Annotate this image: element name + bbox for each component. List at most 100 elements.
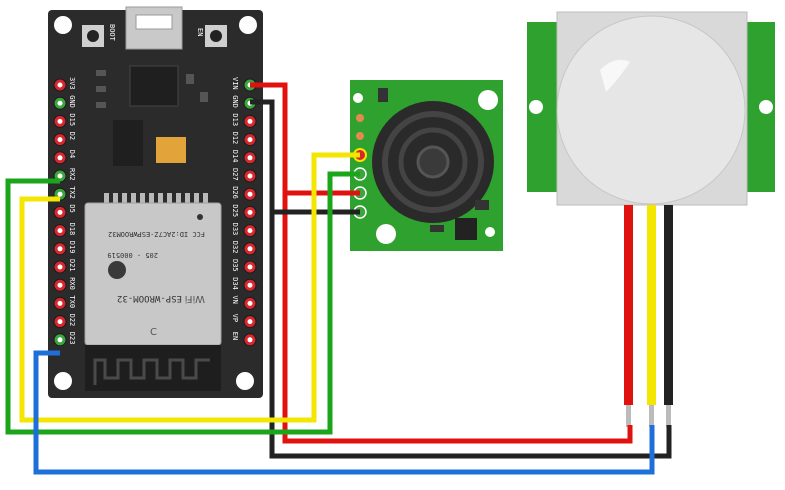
module-pad [104, 193, 109, 203]
wire-yellow-signal [19, 152, 360, 423]
en-label: EN [196, 28, 204, 36]
right-pin-label-vn: VN [231, 295, 239, 303]
esp32-board: BOOT EN FCC ID:2AC7Z-ESPWROOM32 205 - 00… [48, 6, 263, 398]
right-pin-hole-d34 [247, 282, 253, 288]
right-pin-hole-d25 [247, 209, 253, 215]
wire-blue-signal [33, 350, 655, 475]
esp32-mount-hole-tr [239, 16, 257, 34]
pir-lead-vcc [624, 205, 633, 405]
esp32-left-pin-header: 3V3GNDD15D2D4RX2TX2D5D18D19D21RX0TX0D22D… [53, 77, 76, 347]
module-pad [140, 193, 145, 203]
left-pin-hole-d15 [57, 118, 63, 124]
en-button-cap [210, 30, 222, 42]
right-pin-hole-d13 [247, 118, 253, 124]
wire-black-gnd [250, 99, 672, 459]
left-pin-label-d5: D5 [68, 204, 76, 212]
ultrasonic-sensor [350, 80, 503, 251]
smd-a [96, 70, 106, 76]
left-pin-label-d19: D19 [68, 241, 76, 254]
ultrasonic-smd-3 [378, 88, 388, 102]
smd-e [200, 92, 208, 102]
right-pin-label-d35: D35 [231, 259, 239, 272]
ultrasonic-pad-1 [356, 114, 364, 122]
left-pin-hole-d5 [57, 209, 63, 215]
ce-mark-icon: C [150, 327, 157, 338]
left-pin-label-rx0: RX0 [68, 277, 76, 290]
usb-uart-chip [129, 65, 179, 107]
module-model-text: ESP-WROOM-32 [117, 293, 182, 303]
left-pin-label-gnd: GND [68, 95, 76, 108]
left-pin-hole-d4 [57, 155, 63, 161]
ultrasonic-chip [455, 218, 477, 240]
right-pin-hole-en [247, 337, 253, 343]
left-pin-label-d18: D18 [68, 223, 76, 236]
ultrasonic-smd-1 [430, 225, 444, 232]
right-pin-label-gnd: GND [231, 95, 239, 108]
left-pin-hole-d2 [57, 137, 63, 143]
left-pin-label-rx2: RX2 [68, 168, 76, 181]
left-pin-label-d23: D23 [68, 332, 76, 345]
left-pin-label-d2: D2 [68, 132, 76, 140]
voltage-regulator [113, 120, 143, 166]
module-pad [185, 193, 190, 203]
ultrasonic-smd-2 [475, 200, 489, 210]
module-castellated-pins [104, 193, 208, 203]
module-pad [167, 193, 172, 203]
ultrasonic-transducer-ring1 [382, 111, 484, 213]
pir-pin-tip-out [649, 405, 654, 427]
left-pin-hole-rx0 [57, 282, 63, 288]
pir-mount-hole-right [759, 100, 773, 114]
left-pin-label-3v3: 3V3 [68, 77, 76, 90]
ultrasonic-mount-hole-bl [376, 224, 396, 244]
right-pin-hole-vn [247, 300, 253, 306]
right-pin-hole-vp [247, 319, 253, 325]
right-pin-label-en: EN [231, 332, 239, 340]
module-pad [113, 193, 118, 203]
right-pin-hole-d12 [247, 137, 253, 143]
module-dot-1 [197, 214, 203, 220]
module-wifi-logo: WiFi [185, 293, 205, 304]
right-pin-hole-d32 [247, 246, 253, 252]
ultrasonic-transducer-ring3 [416, 145, 450, 179]
right-pin-label-d34: D34 [231, 277, 239, 290]
esp32-right-pin-header: VINGNDD13D12D14D27D26D25D33D32D35D34VNVP… [231, 77, 257, 347]
module-pad [122, 193, 127, 203]
smd-d [186, 74, 194, 84]
boot-button-cap [87, 30, 99, 42]
pir-pin-tip-gnd [666, 405, 671, 427]
ultrasonic-mount-hole-tr [478, 90, 498, 110]
module-pad [131, 193, 136, 203]
pir-lead-out [647, 205, 656, 405]
espressif-logo-icon [108, 261, 126, 279]
right-pin-label-vp: VP [231, 314, 239, 322]
right-pin-label-d14: D14 [231, 150, 239, 163]
tantalum-capacitor [156, 137, 186, 163]
pir-sensor [527, 11, 775, 427]
esp-wroom-module [84, 202, 222, 346]
right-pin-label-d33: D33 [231, 223, 239, 236]
right-pin-label-d13: D13 [231, 113, 239, 126]
left-pin-hole-tx0 [57, 300, 63, 306]
module-pad [158, 193, 163, 203]
left-pin-hole-d18 [57, 228, 63, 234]
wire-green-signal [5, 171, 360, 435]
right-pin-hole-d14 [247, 155, 253, 161]
esp32-mount-hole-bl [54, 372, 72, 390]
right-pin-label-d32: D32 [231, 241, 239, 254]
left-pin-hole-rx2 [57, 173, 63, 179]
antenna-trace [93, 358, 210, 385]
right-pin-label-vin: VIN [231, 77, 239, 90]
left-pin-hole-gnd [57, 100, 63, 106]
left-pin-hole-d19 [57, 246, 63, 252]
pir-dome-highlight [600, 59, 630, 92]
module-pad [149, 193, 154, 203]
right-pin-label-d12: D12 [231, 132, 239, 145]
right-pin-hole-d33 [247, 228, 253, 234]
module-antenna-area [85, 345, 221, 391]
right-pin-label-d25: D25 [231, 204, 239, 217]
left-pin-hole-tx2 [57, 191, 63, 197]
left-pin-label-d4: D4 [68, 150, 76, 158]
esp32-mount-hole-br [236, 372, 254, 390]
module-pad [203, 193, 208, 203]
